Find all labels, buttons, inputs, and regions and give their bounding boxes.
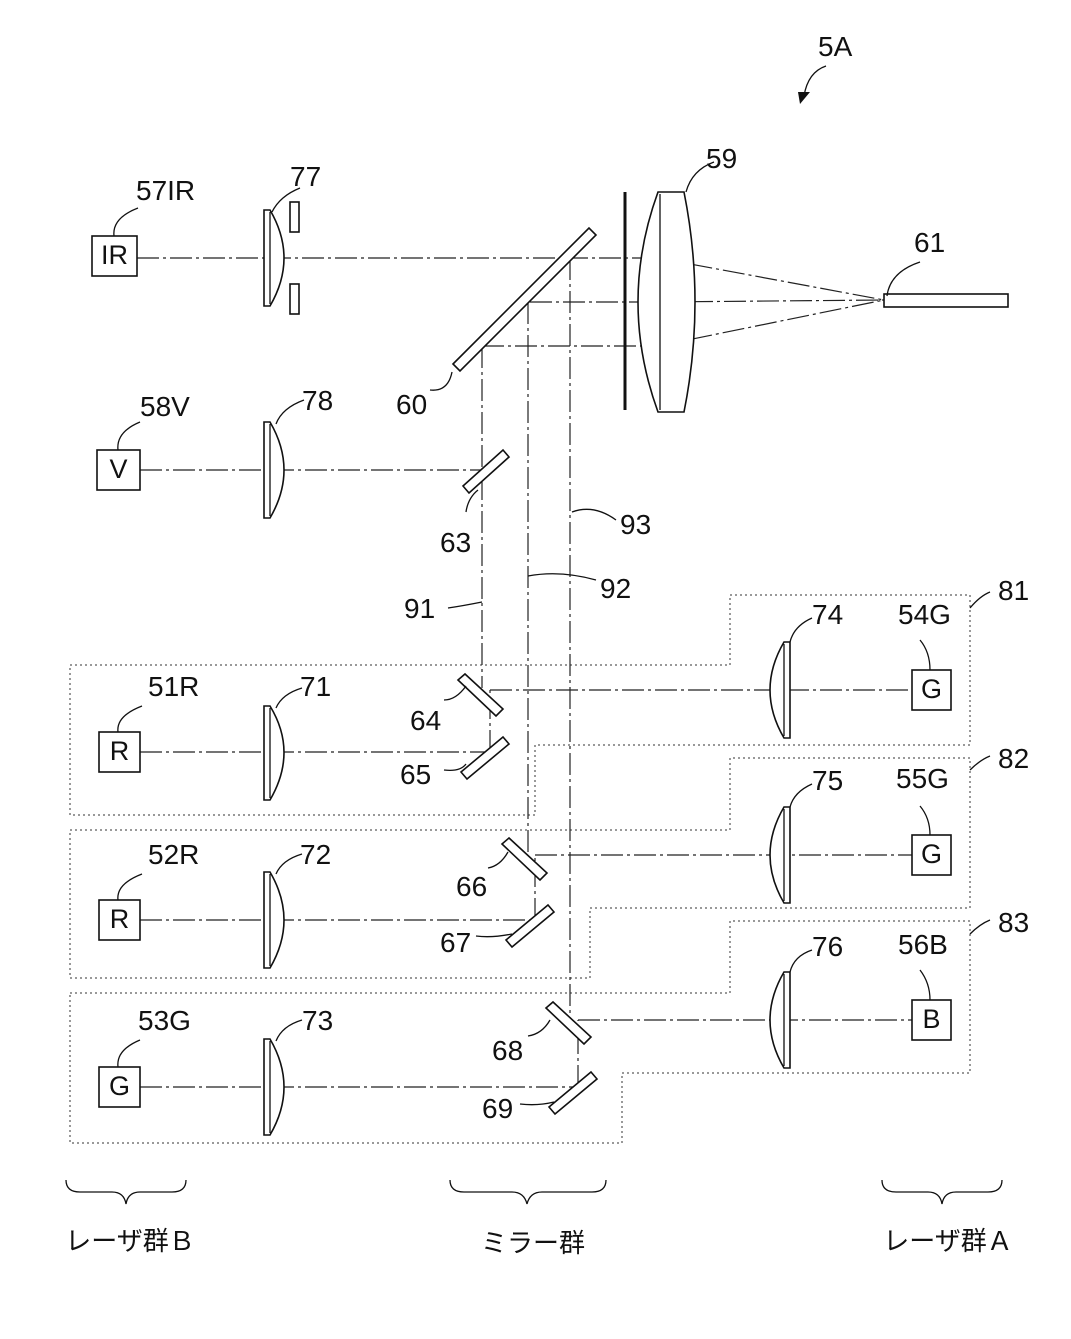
svg-text:R: R xyxy=(110,736,130,766)
label-71: 71 xyxy=(300,671,331,702)
label-51R: 51R xyxy=(148,671,199,702)
mirror-64 xyxy=(458,674,503,716)
source-51R: R xyxy=(99,732,140,772)
label-82: 82 xyxy=(998,743,1029,774)
group-label-laser-b: レーザ群Ｂ xyxy=(65,1227,194,1257)
lens-78 xyxy=(264,422,284,518)
source-53G: G xyxy=(99,1067,140,1107)
svg-text:V: V xyxy=(109,454,127,484)
lens-72 xyxy=(264,872,284,968)
label-66: 66 xyxy=(456,871,487,902)
mirror-68 xyxy=(546,1002,591,1044)
mirror-66 xyxy=(502,838,547,880)
label-77: 77 xyxy=(290,161,321,192)
label-83: 83 xyxy=(998,907,1029,938)
mirror-67 xyxy=(506,905,554,947)
label-60: 60 xyxy=(396,389,427,420)
label-93: 93 xyxy=(620,509,651,540)
label-72: 72 xyxy=(300,839,331,870)
fiber-61 xyxy=(884,294,1008,307)
mirror-63 xyxy=(463,450,509,493)
group-label-mirror: ミラー群 xyxy=(481,1229,585,1259)
lens-75 xyxy=(770,807,790,903)
label-54G: 54G xyxy=(898,599,951,630)
svg-text:G: G xyxy=(921,674,942,704)
leader-lines xyxy=(114,162,990,1105)
label-67: 67 xyxy=(440,927,471,958)
label-61: 61 xyxy=(914,227,945,258)
svg-text:G: G xyxy=(109,1071,130,1101)
label-5A: 5A xyxy=(818,31,853,62)
label-91: 91 xyxy=(404,593,435,624)
label-74: 74 xyxy=(812,599,843,630)
label-73: 73 xyxy=(302,1005,333,1036)
source-56B: B xyxy=(912,1000,951,1040)
svg-text:R: R xyxy=(110,904,130,934)
lens-71 xyxy=(264,706,284,800)
label-59: 59 xyxy=(706,143,737,174)
brace-mirror-group xyxy=(450,1180,606,1204)
label-63: 63 xyxy=(440,527,471,558)
label-69: 69 xyxy=(482,1093,513,1124)
label-56B: 56B xyxy=(898,929,948,960)
label-75: 75 xyxy=(812,765,843,796)
lens-77 xyxy=(264,202,299,314)
brace-laser-group-a xyxy=(882,1180,1002,1204)
mirror-60 xyxy=(453,228,596,371)
lens-74 xyxy=(770,642,790,738)
source-57IR: IR xyxy=(92,236,137,276)
beam-lines xyxy=(137,258,912,1087)
svg-text:G: G xyxy=(921,839,942,869)
figure-ref-arrow xyxy=(798,66,826,104)
label-68: 68 xyxy=(492,1035,523,1066)
mirror-65 xyxy=(461,737,509,779)
lens-73 xyxy=(264,1039,284,1135)
label-57IR: 57IR xyxy=(136,175,195,206)
label-55G: 55G xyxy=(896,763,949,794)
source-52R: R xyxy=(99,900,140,940)
label-52R: 52R xyxy=(148,839,199,870)
label-64: 64 xyxy=(410,705,441,736)
mirror-69 xyxy=(549,1072,597,1114)
group-label-laser-a: レーザ群Ａ xyxy=(883,1227,1012,1257)
svg-text:IR: IR xyxy=(101,240,128,270)
label-76: 76 xyxy=(812,931,843,962)
label-65: 65 xyxy=(400,759,431,790)
label-92: 92 xyxy=(600,573,631,604)
label-58V: 58V xyxy=(140,391,190,422)
source-58V: V xyxy=(97,450,140,490)
label-81: 81 xyxy=(998,575,1029,606)
label-78: 78 xyxy=(302,385,333,416)
svg-text:B: B xyxy=(922,1004,940,1034)
source-55G: G xyxy=(912,835,951,875)
lens-76 xyxy=(770,972,790,1068)
label-53G: 53G xyxy=(138,1005,191,1036)
brace-laser-group-b xyxy=(66,1180,186,1204)
source-54G: G xyxy=(912,670,951,710)
